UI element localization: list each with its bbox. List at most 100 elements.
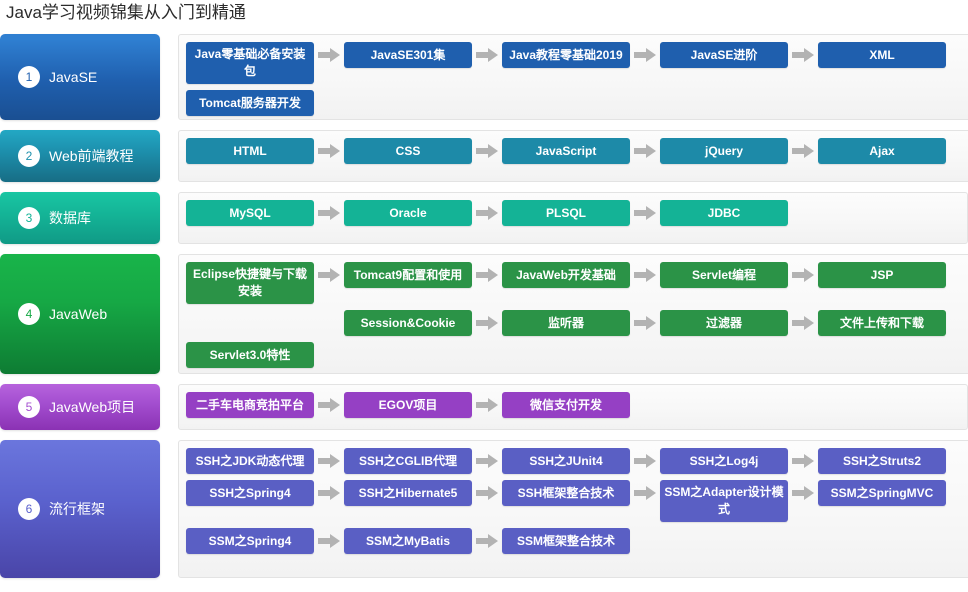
course-cell: Servlet3.0特性: [186, 342, 344, 368]
course-cell: 微信支付开发: [502, 392, 660, 418]
course-item[interactable]: SSM之SpringMVC: [818, 480, 946, 506]
category-card-1[interactable]: 1 JavaSE: [0, 34, 160, 120]
right-arrow-icon: [314, 262, 344, 288]
course-cell: JavaSE进阶: [660, 42, 818, 84]
course-item[interactable]: SSH框架整合技术: [502, 480, 630, 506]
course-cell: Servlet编程: [660, 262, 818, 304]
course-panel-5: 二手车电商竞拍平台 EGOV项目 微信支付开发: [178, 384, 968, 430]
course-item[interactable]: SSH之CGLIB代理: [344, 448, 472, 474]
right-arrow-icon: [314, 200, 344, 226]
course-item[interactable]: Eclipse快捷键与下载安装: [186, 262, 314, 304]
course-item[interactable]: Servlet编程: [660, 262, 788, 288]
course-cell: SSH之CGLIB代理: [344, 448, 502, 474]
course-cell: SSM框架整合技术: [502, 528, 660, 554]
course-item[interactable]: Tomcat9配置和使用: [344, 262, 472, 288]
course-item[interactable]: Oracle: [344, 200, 472, 226]
category-label: 流行框架: [49, 501, 105, 517]
course-panel-3: MySQL Oracle PLSQL JDBC: [178, 192, 968, 244]
course-item[interactable]: JavaWeb开发基础: [502, 262, 630, 288]
course-item[interactable]: HTML: [186, 138, 314, 164]
course-cell: PLSQL: [502, 200, 660, 226]
course-item[interactable]: SSM之Adapter设计模式: [660, 480, 788, 522]
right-arrow-icon: [472, 138, 502, 164]
right-arrow-icon: [472, 480, 502, 506]
course-cell: 过滤器: [660, 310, 818, 336]
course-item[interactable]: SSM之Spring4: [186, 528, 314, 554]
course-item[interactable]: SSH之JDK动态代理: [186, 448, 314, 474]
right-arrow-icon: [630, 262, 660, 288]
category-label: JavaWeb: [49, 306, 108, 322]
course-item[interactable]: JavaScript: [502, 138, 630, 164]
course-item[interactable]: XML: [818, 42, 946, 68]
category-rows: 1 JavaSE Java零基础必备安装包 JavaSE301集 Java教程零基础20…: [0, 34, 968, 588]
course-cell: SSH之JDK动态代理: [186, 448, 344, 474]
course-item[interactable]: MySQL: [186, 200, 314, 226]
course-cell: Ajax: [818, 138, 968, 164]
course-cell: Session&Cookie: [344, 310, 502, 336]
course-item[interactable]: 过滤器: [660, 310, 788, 336]
right-arrow-icon: [788, 448, 818, 474]
course-item[interactable]: SSH之JUnit4: [502, 448, 630, 474]
course-item[interactable]: Tomcat服务器开发: [186, 90, 314, 116]
right-arrow-icon: [314, 448, 344, 474]
course-item[interactable]: SSH之Struts2: [818, 448, 946, 474]
course-cell: EGOV项目: [344, 392, 502, 418]
course-item[interactable]: SSM框架整合技术: [502, 528, 630, 554]
right-arrow-icon: [472, 310, 502, 336]
category-label: JavaSE: [49, 69, 98, 85]
course-item[interactable]: JDBC: [660, 200, 788, 226]
course-cell: SSH之Log4j: [660, 448, 818, 474]
right-arrow-icon: [472, 392, 502, 418]
course-cell: HTML: [186, 138, 344, 164]
category-number-badge: 1: [18, 66, 40, 88]
category-card-5[interactable]: 5 JavaWeb项目: [0, 384, 160, 430]
course-cell: Tomcat9配置和使用: [344, 262, 502, 304]
course-item[interactable]: 监听器: [502, 310, 630, 336]
course-item[interactable]: 二手车电商竞拍平台: [186, 392, 314, 418]
category-card-6[interactable]: 6 流行框架: [0, 440, 160, 578]
course-item[interactable]: JSP: [818, 262, 946, 288]
course-item[interactable]: Java教程零基础2019: [502, 42, 630, 68]
course-panel-6: SSH之JDK动态代理 SSH之CGLIB代理 SSH之JUnit4 SSH之Log4…: [178, 440, 968, 578]
course-item[interactable]: Ajax: [818, 138, 946, 164]
course-item[interactable]: 文件上传和下载: [818, 310, 946, 336]
right-arrow-icon: [472, 448, 502, 474]
category-label: JavaWeb项目: [49, 399, 136, 415]
category-row-5: 5 JavaWeb项目 二手车电商竞拍平台 EGOV项目 微信支付开发: [0, 384, 968, 430]
course-item[interactable]: SSM之MyBatis: [344, 528, 472, 554]
right-arrow-icon: [788, 480, 818, 506]
right-arrow-icon: [788, 42, 818, 68]
right-arrow-icon: [788, 262, 818, 288]
course-item[interactable]: SSH之Spring4: [186, 480, 314, 506]
course-item[interactable]: PLSQL: [502, 200, 630, 226]
category-number-badge: 5: [18, 396, 40, 418]
course-cell: 文件上传和下载: [818, 310, 968, 336]
course-item[interactable]: jQuery: [660, 138, 788, 164]
course-cell: SSM之Spring4: [186, 528, 344, 554]
course-item[interactable]: CSS: [344, 138, 472, 164]
course-item[interactable]: Servlet3.0特性: [186, 342, 314, 368]
course-item[interactable]: Java零基础必备安装包: [186, 42, 314, 84]
category-number-badge: 6: [18, 498, 40, 520]
course-cell: SSH之JUnit4: [502, 448, 660, 474]
course-cell: JavaSE301集: [344, 42, 502, 84]
course-item[interactable]: SSH之Log4j: [660, 448, 788, 474]
course-item[interactable]: Session&Cookie: [344, 310, 472, 336]
course-cell: 二手车电商竞拍平台: [186, 392, 344, 418]
course-item[interactable]: EGOV项目: [344, 392, 472, 418]
course-cell: JavaScript: [502, 138, 660, 164]
course-item[interactable]: SSH之Hibernate5: [344, 480, 472, 506]
course-item[interactable]: JavaSE301集: [344, 42, 472, 68]
category-row-1: 1 JavaSE Java零基础必备安装包 JavaSE301集 Java教程零基础20…: [0, 34, 968, 120]
right-arrow-icon: [472, 200, 502, 226]
course-panel-2: HTML CSS JavaScript jQuery Ajax: [178, 130, 968, 182]
course-item[interactable]: JavaSE进阶: [660, 42, 788, 68]
course-item[interactable]: 微信支付开发: [502, 392, 630, 418]
